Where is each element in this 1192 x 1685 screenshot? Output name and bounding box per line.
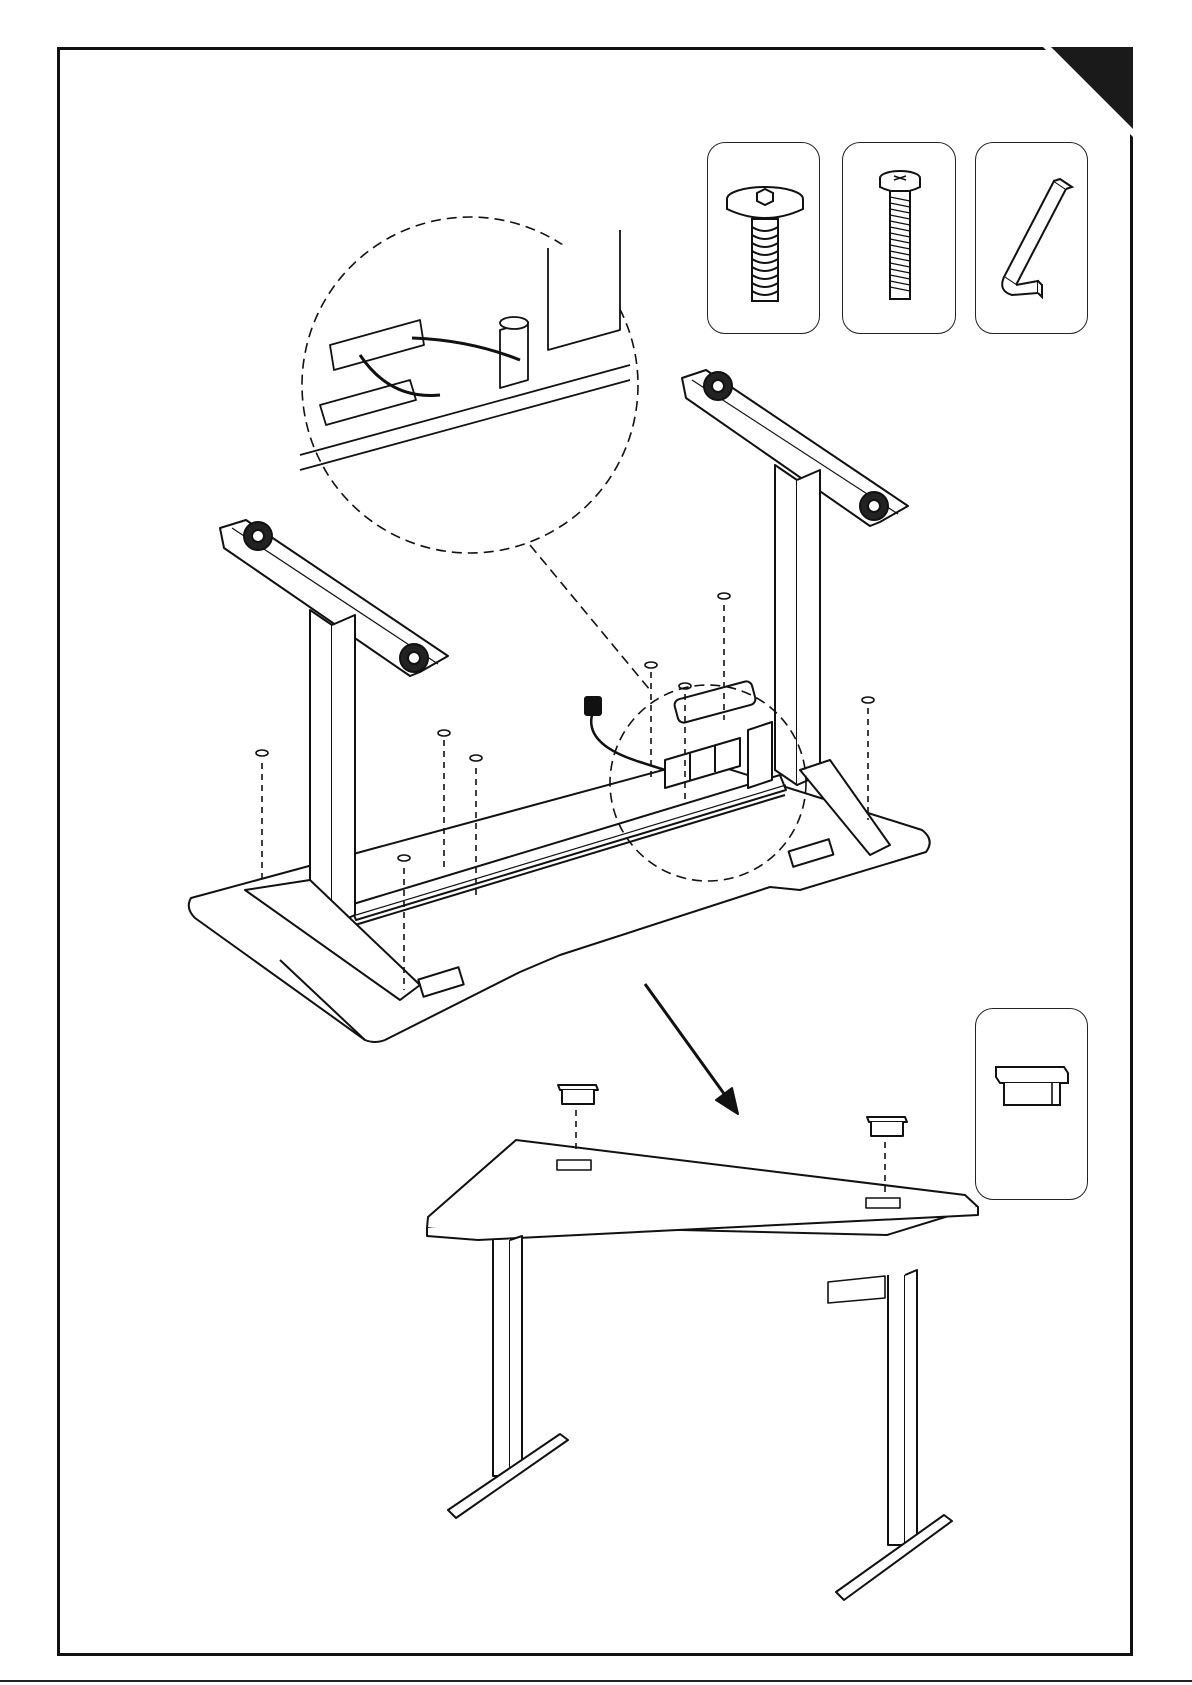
direction-arrow [645,984,738,1114]
power-plug-icon [585,697,601,715]
power-cord [591,715,665,770]
control-box [665,680,772,788]
detail-zoom-contents [300,230,630,470]
bottom-rule [0,1680,1192,1682]
assembled-desk [427,1140,978,1600]
